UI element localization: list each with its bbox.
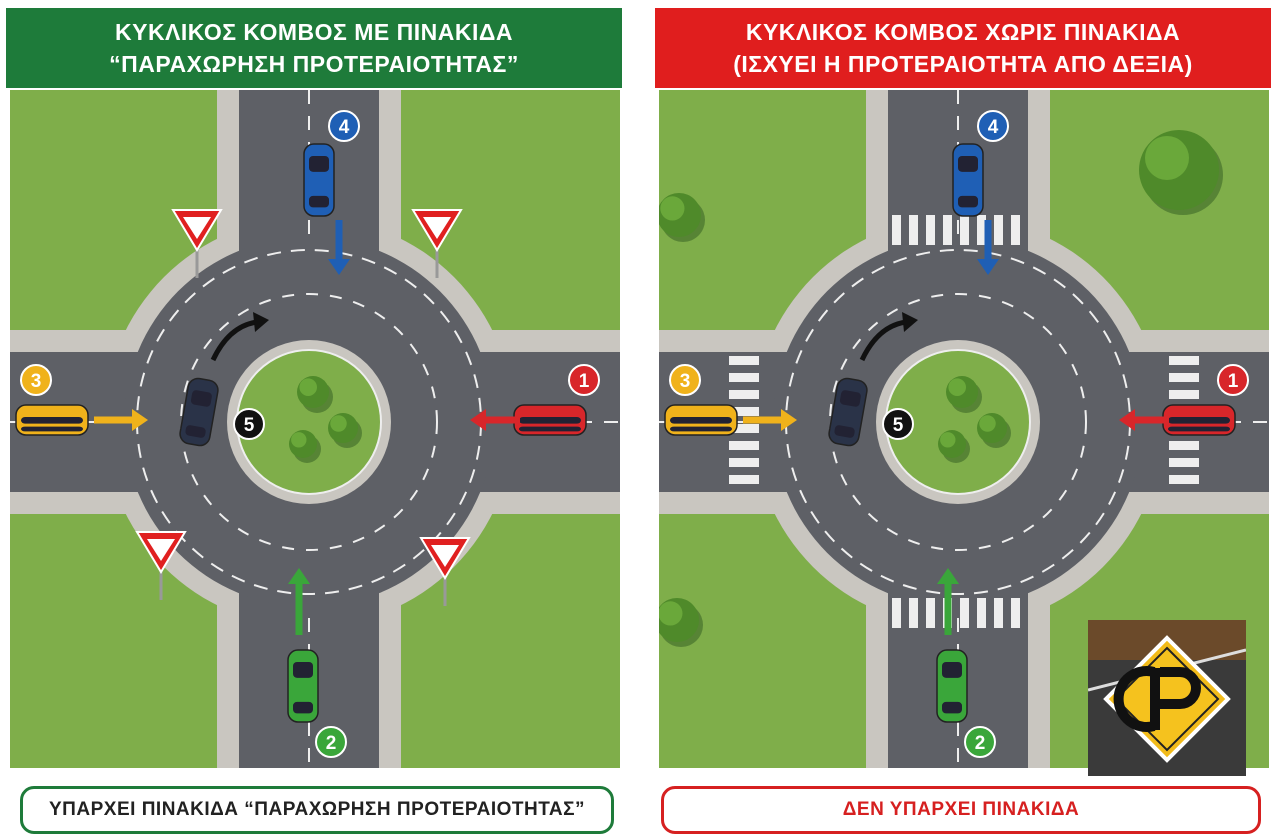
yield-sign-icon <box>411 209 463 278</box>
logo-icon <box>1087 620 1247 776</box>
svg-text:1: 1 <box>579 371 590 392</box>
tree-icon <box>289 430 321 463</box>
tree-icon <box>659 193 705 242</box>
yield-sign-icon <box>135 531 187 600</box>
svg-text:1: 1 <box>1228 371 1239 392</box>
tree-icon <box>659 598 703 647</box>
tree-icon <box>297 376 333 413</box>
direction-arrow-icon <box>743 409 797 431</box>
vehicle-number-badge: 4 <box>977 110 1009 142</box>
yield-sign-icon <box>171 209 223 278</box>
panel-with-yield-signs: ΚΥΚΛΙΚΟΣ ΚΟΜΒΟΣ ΜΕ ΠΙΝΑΚΙΔΑ “ΠΑΡΑΧΩΡΗΣΗ … <box>6 0 622 834</box>
panel-title-line2: (ΙΣΧΥΕΙ Η ΠΡΟΤΕΡΑΙΟΤΗΤΑ ΑΠΟ ΔΕΞΙΑ) <box>733 51 1193 77</box>
svg-text:3: 3 <box>31 371 42 392</box>
car-icon <box>287 649 319 723</box>
vehicle-number-badge: 4 <box>328 110 360 142</box>
direction-arrow-icon <box>937 568 959 635</box>
roundabout-scene: 4 2 1 3 5 <box>10 90 620 768</box>
direction-arrow-icon <box>94 409 148 431</box>
direction-arrow-icon <box>859 312 918 362</box>
car-icon <box>513 404 587 436</box>
panel-title-line1: ΚΥΚΛΙΚΟΣ ΚΟΜΒΟΣ ΜΕ ΠΙΝΑΚΙΔΑ <box>115 19 513 45</box>
car-icon <box>828 377 868 447</box>
car-icon <box>1162 404 1236 436</box>
tree-icon <box>938 430 970 463</box>
vehicle-number-badge: 1 <box>568 364 600 396</box>
svg-text:2: 2 <box>975 733 986 754</box>
direction-arrow-icon <box>328 220 350 275</box>
car-icon <box>952 143 984 217</box>
panel-caption: ΥΠΑΡΧΕΙ ΠΙΝΑΚΙΔΑ “ΠΑΡΑΧΩΡΗΣΗ ΠΡΟΤΕΡΑΙΟΤΗ… <box>20 786 614 834</box>
direction-arrow-icon <box>288 568 310 635</box>
car-icon <box>179 377 219 447</box>
tree-icon <box>946 376 982 413</box>
direction-arrow-icon <box>210 312 269 362</box>
vehicle-number-badge: 1 <box>1217 364 1249 396</box>
yield-sign-icon <box>419 537 471 606</box>
vehicle-number-badge: 3 <box>669 364 701 396</box>
panel-title: ΚΥΚΛΙΚΟΣ ΚΟΜΒΟΣ ΧΩΡΙΣ ΠΙΝΑΚΙΔΑ (ΙΣΧΥΕΙ Η… <box>655 8 1271 88</box>
svg-text:5: 5 <box>244 415 255 436</box>
car-icon <box>15 404 89 436</box>
svg-text:4: 4 <box>988 117 999 138</box>
pedestrian-crossing <box>729 215 1199 628</box>
panel-title-line2: “ΠΑΡΑΧΩΡΗΣΗ ΠΡΟΤΕΡΑΙΟΤΗΤΑΣ” <box>109 51 519 77</box>
direction-arrow-icon <box>1119 409 1169 431</box>
tree-icon <box>1139 130 1223 215</box>
svg-text:5: 5 <box>893 415 904 436</box>
svg-text:3: 3 <box>680 371 691 392</box>
panel-caption: ΔΕΝ ΥΠΑΡΧΕΙ ΠΙΝΑΚΙΔΑ <box>661 786 1261 834</box>
panel-title: ΚΥΚΛΙΚΟΣ ΚΟΜΒΟΣ ΜΕ ΠΙΝΑΚΙΔΑ “ΠΑΡΑΧΩΡΗΣΗ … <box>6 8 622 88</box>
car-icon <box>664 404 738 436</box>
vehicle-number-badge: 2 <box>964 726 996 758</box>
svg-text:4: 4 <box>339 117 350 138</box>
vehicle-number-badge: 3 <box>20 364 52 396</box>
tree-icon <box>328 413 362 448</box>
tree-icon <box>977 413 1011 448</box>
direction-arrow-icon <box>977 220 999 275</box>
vehicle-number-badge: 5 <box>233 408 265 440</box>
svg-text:2: 2 <box>326 733 337 754</box>
car-icon <box>303 143 335 217</box>
vehicle-number-badge: 2 <box>315 726 347 758</box>
vehicle-number-badge: 5 <box>882 408 914 440</box>
car-icon <box>936 649 968 723</box>
panel-title-line1: ΚΥΚΛΙΚΟΣ ΚΟΜΒΟΣ ΧΩΡΙΣ ΠΙΝΑΚΙΔΑ <box>745 19 1181 45</box>
direction-arrow-icon <box>470 409 520 431</box>
